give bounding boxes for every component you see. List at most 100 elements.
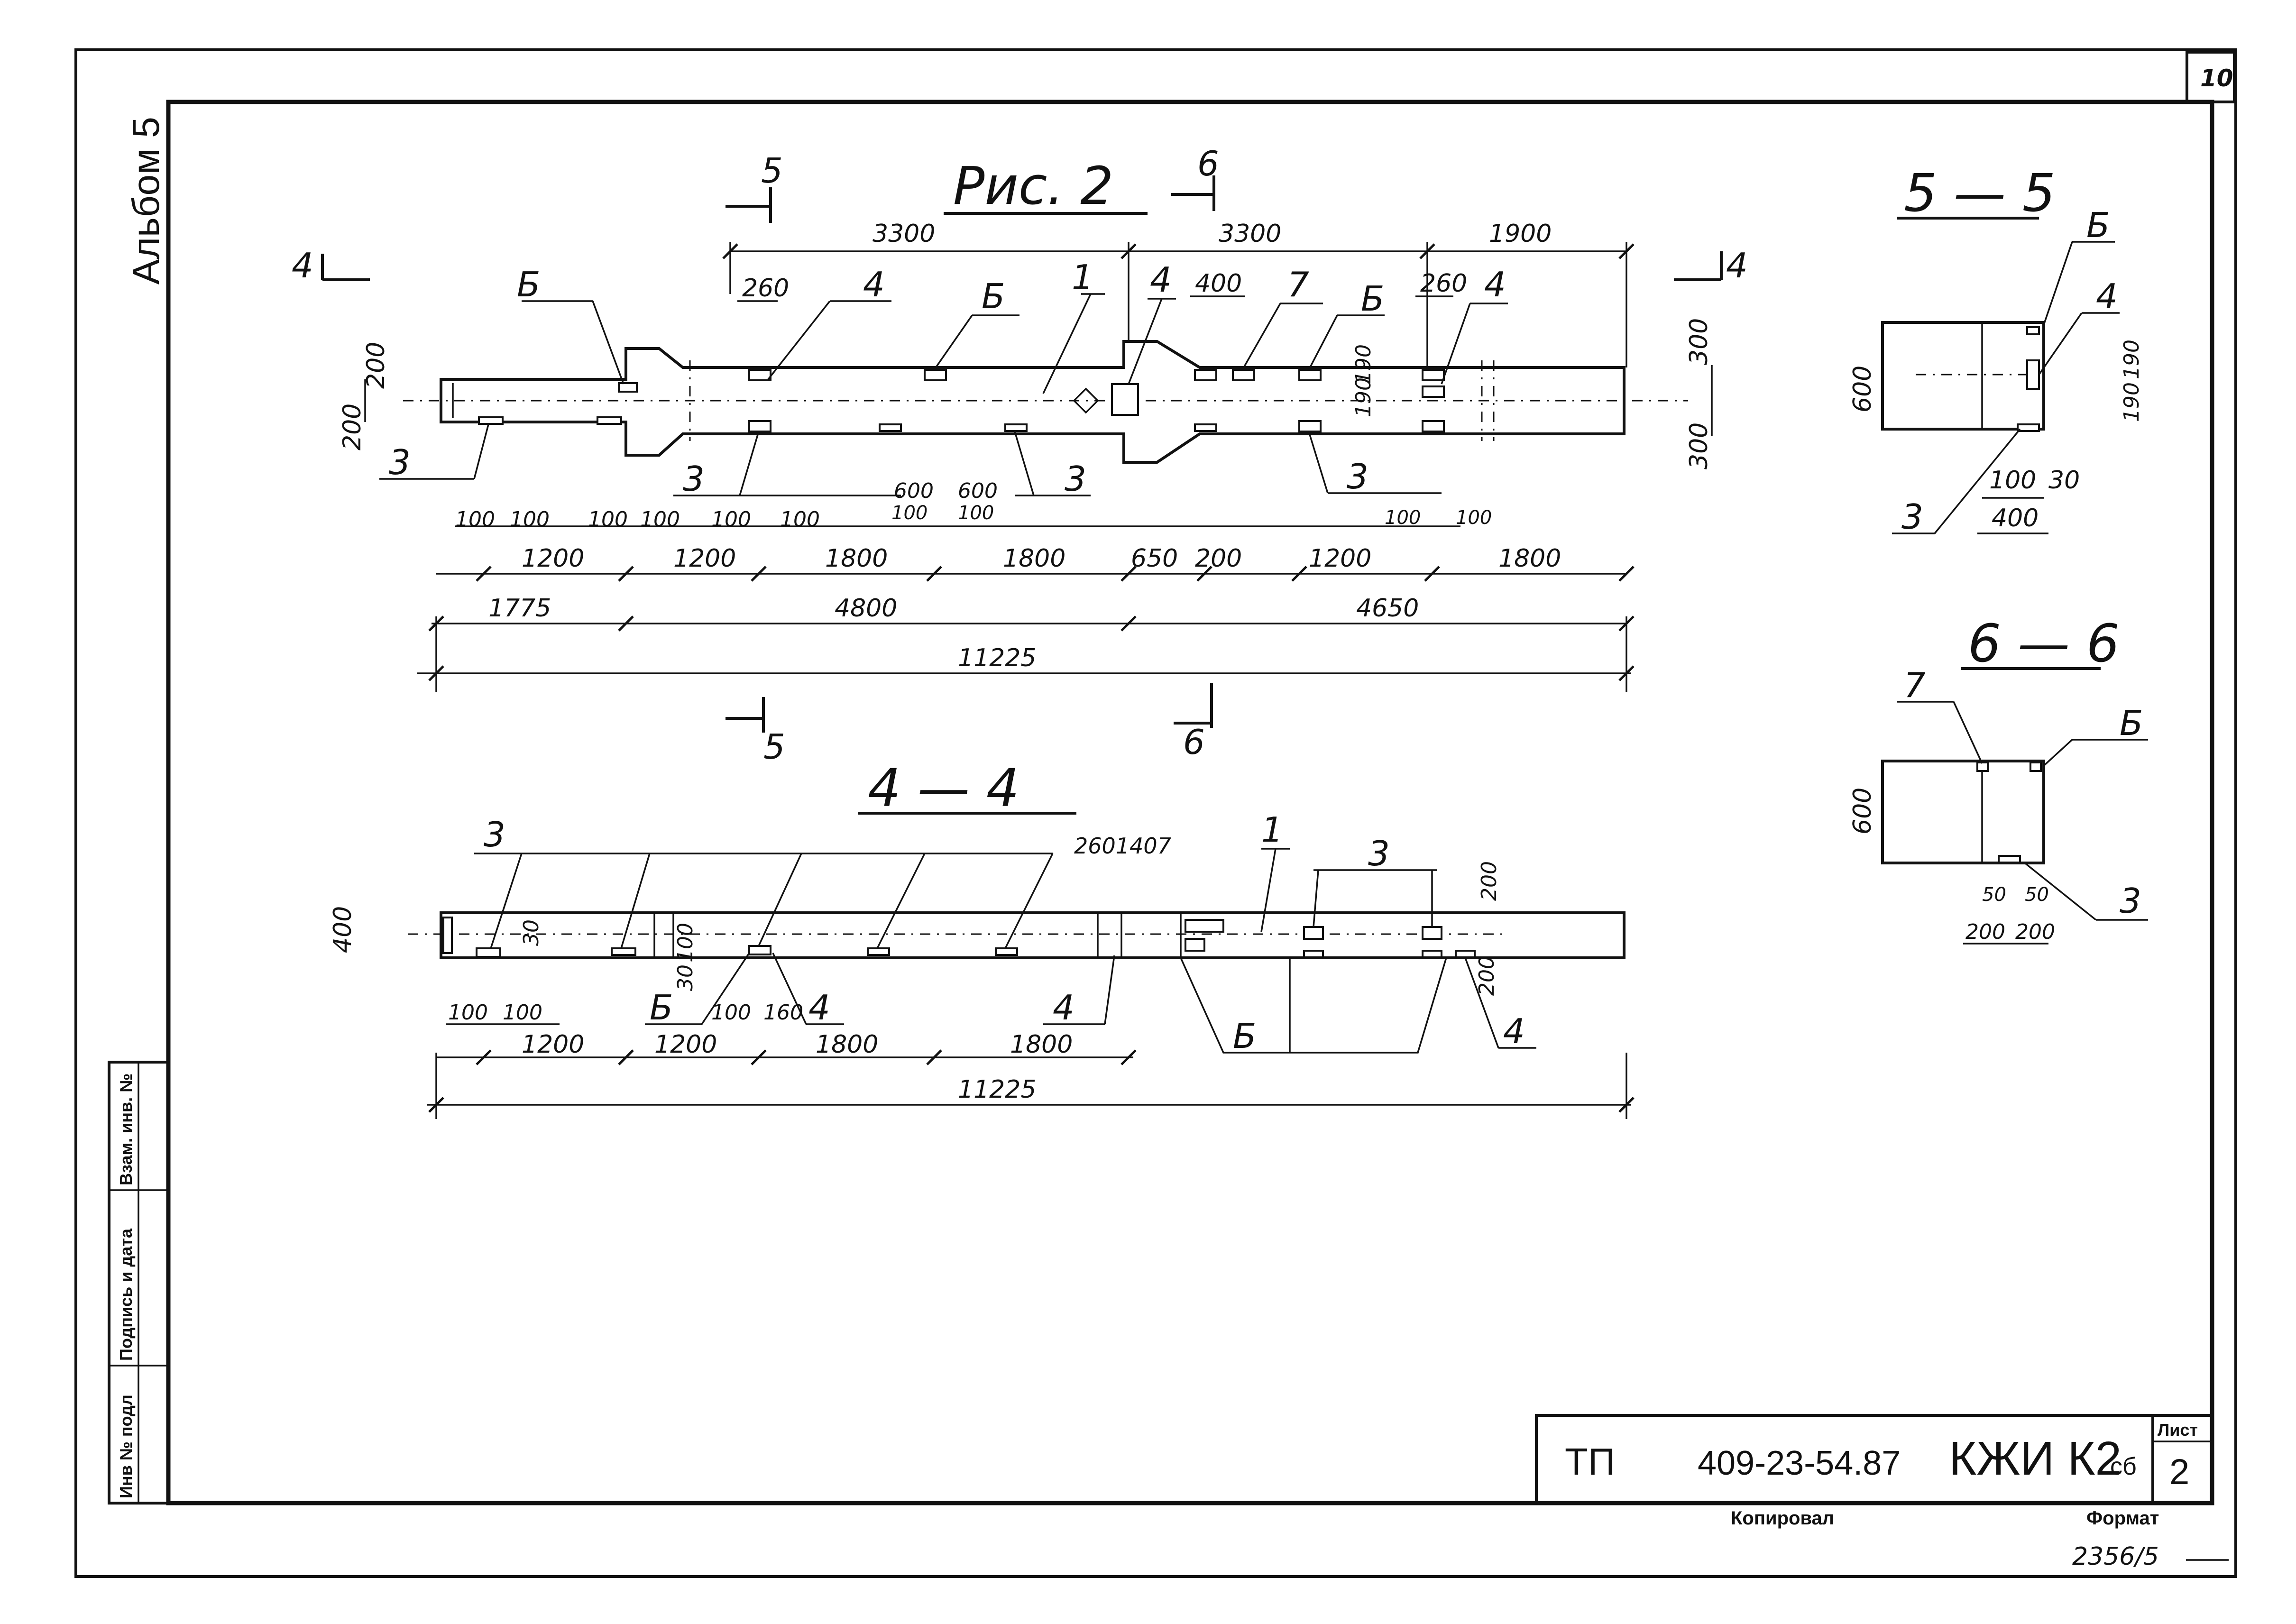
svg-text:5: 5 <box>763 727 785 767</box>
svg-text:400: 400 <box>1992 504 2039 532</box>
svg-text:3: 3 <box>1901 497 1923 537</box>
page-number-box <box>2186 51 2236 103</box>
svg-text:200: 200 <box>1195 544 1242 573</box>
stamp-vzam: Взам. инв. № <box>116 1073 136 1185</box>
svg-text:260: 260 <box>742 274 789 303</box>
svg-text:100: 100 <box>1456 507 1492 529</box>
svg-text:100: 100 <box>455 507 495 532</box>
bottom-code: 2356/5 <box>2072 1542 2159 1571</box>
format-label: Формат <box>2086 1508 2159 1529</box>
beam-elevation <box>440 911 1626 959</box>
svg-text:4: 4 <box>808 988 830 1028</box>
svg-text:200: 200 <box>338 404 367 450</box>
svg-text:Б: Б <box>650 988 673 1028</box>
section-mark-5-bottom: 5 <box>726 697 785 767</box>
svg-text:50: 50 <box>1982 884 2006 906</box>
svg-text:200: 200 <box>1477 861 1501 901</box>
svg-text:4800: 4800 <box>835 594 897 623</box>
sheet-label: Лист <box>2158 1420 2198 1440</box>
svg-text:4: 4 <box>292 246 313 285</box>
svg-text:3300: 3300 <box>872 220 935 248</box>
svg-text:6: 6 <box>1197 144 1219 184</box>
svg-text:3: 3 <box>1065 459 1086 499</box>
marker-diamond <box>1073 387 1099 414</box>
svg-text:1775: 1775 <box>488 594 551 623</box>
svg-text:3: 3 <box>484 815 505 854</box>
svg-text:4: 4 <box>1053 988 1075 1028</box>
svg-text:1900: 1900 <box>1489 220 1552 248</box>
section-5-5: 5 — 5 600 190 190 100 30 400 Б 4 3 <box>1848 163 2144 537</box>
svg-text:Б: Б <box>982 276 1005 316</box>
title-number: 409-23-54.87 <box>1698 1444 1901 1482</box>
section-4-4: 4 — 4 400 30 30 100 2601407 200 20 <box>329 758 1635 1119</box>
fig2-title: Рис. 2 <box>953 156 1113 216</box>
svg-text:30: 30 <box>673 964 698 991</box>
svg-text:3300: 3300 <box>1219 220 1281 248</box>
svg-text:300: 300 <box>1685 422 1713 469</box>
svg-text:100: 100 <box>780 507 820 532</box>
svg-text:1200: 1200 <box>673 544 736 573</box>
svg-text:100: 100 <box>1385 507 1421 529</box>
svg-text:100: 100 <box>891 502 928 524</box>
svg-text:600: 600 <box>1848 788 1877 835</box>
outer-frame <box>74 48 2237 1578</box>
svg-text:600: 600 <box>1848 366 1877 413</box>
svg-text:11225: 11225 <box>958 1075 1036 1104</box>
stamp-inv-podl: Инв № подл <box>116 1395 136 1498</box>
sec44-plates <box>476 926 1476 958</box>
svg-text:650: 650 <box>1131 544 1178 573</box>
svg-text:1800: 1800 <box>816 1030 878 1059</box>
lifting-loop <box>1111 383 1139 416</box>
svg-text:100: 100 <box>503 1000 542 1025</box>
svg-text:4: 4 <box>863 265 885 304</box>
svg-text:30: 30 <box>519 919 543 946</box>
title-suffix: сб <box>2110 1453 2137 1480</box>
svg-text:11225: 11225 <box>958 644 1036 672</box>
section-mark-6-bottom: 6 <box>1174 683 1213 762</box>
svg-text:190: 190 <box>1351 344 1376 384</box>
svg-text:1200: 1200 <box>654 1030 717 1059</box>
svg-text:1800: 1800 <box>1010 1030 1073 1059</box>
svg-text:600: 600 <box>958 479 998 503</box>
svg-text:190: 190 <box>2120 339 2144 379</box>
svg-text:300: 300 <box>1685 318 1713 365</box>
embedded-plates <box>478 369 1445 432</box>
svg-text:7: 7 <box>1287 265 1309 304</box>
svg-text:1: 1 <box>1072 257 1093 297</box>
svg-text:1: 1 <box>1261 810 1283 850</box>
copied-label: Копировал <box>1731 1508 1834 1529</box>
svg-text:Б: Б <box>1361 279 1384 319</box>
sec55-title: 5 — 5 <box>1904 163 2056 223</box>
svg-text:260: 260 <box>1420 269 1467 298</box>
svg-text:100: 100 <box>510 507 550 532</box>
svg-text:100: 100 <box>588 507 628 532</box>
section-mark-4-right: 4 <box>1674 246 1748 285</box>
svg-text:600: 600 <box>894 479 934 503</box>
svg-text:100: 100 <box>640 507 680 532</box>
svg-text:190: 190 <box>1351 377 1376 417</box>
svg-text:4: 4 <box>1503 1011 1525 1051</box>
svg-text:5: 5 <box>761 151 783 191</box>
section-6-6: 6 — 6 600 50 50 200 200 7 Б 3 <box>1848 613 2148 945</box>
svg-text:6: 6 <box>1183 722 1205 762</box>
svg-text:3: 3 <box>683 459 705 499</box>
svg-text:4: 4 <box>1150 260 1172 300</box>
svg-text:4: 4 <box>1484 265 1506 304</box>
fig2-plan: Рис. 2 5 6 5 6 4 4 <box>292 144 1748 767</box>
svg-text:190: 190 <box>2120 382 2144 422</box>
svg-text:3: 3 <box>2120 881 2141 921</box>
svg-text:200: 200 <box>362 342 390 389</box>
svg-text:1200: 1200 <box>522 544 584 573</box>
svg-text:1200: 1200 <box>1309 544 1371 573</box>
svg-text:100: 100 <box>958 502 994 524</box>
svg-text:4650: 4650 <box>1356 594 1419 623</box>
beam-plan-outline <box>440 340 1626 464</box>
title-mark: КЖИ К2 <box>1949 1432 2122 1485</box>
svg-text:100: 100 <box>711 1000 751 1025</box>
svg-text:100: 100 <box>1989 466 2036 495</box>
svg-text:1200: 1200 <box>522 1030 584 1059</box>
stamp-podpis: Подпись и дата <box>116 1228 136 1361</box>
svg-text:50: 50 <box>2025 884 2049 906</box>
